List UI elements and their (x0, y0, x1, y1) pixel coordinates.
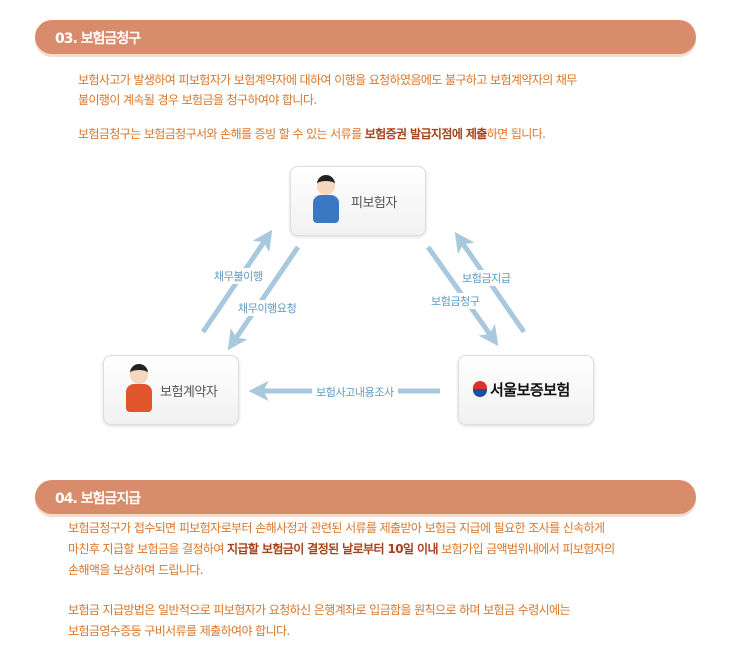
text: 하면 됩니다. (486, 127, 546, 141)
paragraph: 보험사고가 발생하여 피보험자가 보험계약자에 대하여 이행을 요청하였음에도 … (78, 70, 577, 110)
arrow-label: 채무이행요청 (236, 300, 299, 316)
node-label: 피보험자 (351, 196, 397, 211)
text-line: 보험금 지급방법은 일반적으로 피보험자가 요청하신 은행계좌로 입금함을 원칙… (68, 603, 571, 617)
section-header-claim: 03. 보험금청구 (35, 20, 696, 54)
node-insurer: 서울보증보험 (458, 355, 594, 425)
arrow-default (200, 229, 273, 334)
node-policyholder: 보험계약자 (103, 355, 239, 425)
node-label: 보험계약자 (160, 385, 218, 400)
paragraph: 보험금 지급방법은 일반적으로 피보험자가 요청하신 은행계좌로 입금함을 원칙… (68, 600, 571, 642)
person-icon (313, 175, 339, 227)
arrow-label: 보험금청구 (429, 293, 482, 309)
section-title: 04. 보험금지급 (55, 491, 141, 507)
arrow-label: 보험금지급 (460, 270, 513, 286)
arrow-performance-request (227, 245, 301, 351)
paragraph: 보험금청구는 보험금청구서와 손해를 증빙 할 수 있는 서류를 보험증권 발급… (78, 124, 546, 144)
text-line: 불이행이 계속될 경우 보험금을 청구하여야 합니다. (78, 93, 317, 107)
bold-text: 지급할 보험금이 결정된 날로부터 10일 이내 (227, 542, 438, 556)
arrow-label: 채무불이행 (212, 268, 265, 284)
person-icon (126, 364, 152, 416)
insurer-logo-text: 서울보증보험 (490, 381, 570, 399)
sgi-logo-icon (473, 381, 487, 397)
text-line: 보험금영수증등 구비서류를 제출하여야 합니다. (68, 624, 290, 638)
bold-text: 보험증권 발급지점에 제출 (364, 127, 488, 141)
text: 보험금청구는 보험금청구서와 손해를 증빙 할 수 있는 서류를 (78, 127, 365, 141)
paragraph: 보험금청구가 접수되면 피보험자로부터 손해사정과 관련된 서류를 제출받아 보… (68, 518, 615, 581)
section-header-payment: 04. 보험금지급 (35, 480, 696, 514)
text: 보험가입 금액범위내에서 피보험자의 (437, 542, 615, 556)
text-line: 손해액을 보상하여 드립니다. (68, 563, 204, 577)
section-title: 03. 보험금청구 (55, 31, 141, 47)
text-line: 보험사고가 발생하여 피보험자가 보험계약자에 대하여 이행을 요청하였음에도 … (78, 73, 577, 87)
node-insured: 피보험자 (290, 166, 426, 236)
text-line: 보험금청구가 접수되면 피보험자로부터 손해사정과 관련된 서류를 제출받아 보… (68, 521, 605, 535)
text: 마친후 지급할 보험금을 결정하여 (68, 542, 228, 556)
arrow-label: 보험사고내용조사 (312, 384, 398, 400)
